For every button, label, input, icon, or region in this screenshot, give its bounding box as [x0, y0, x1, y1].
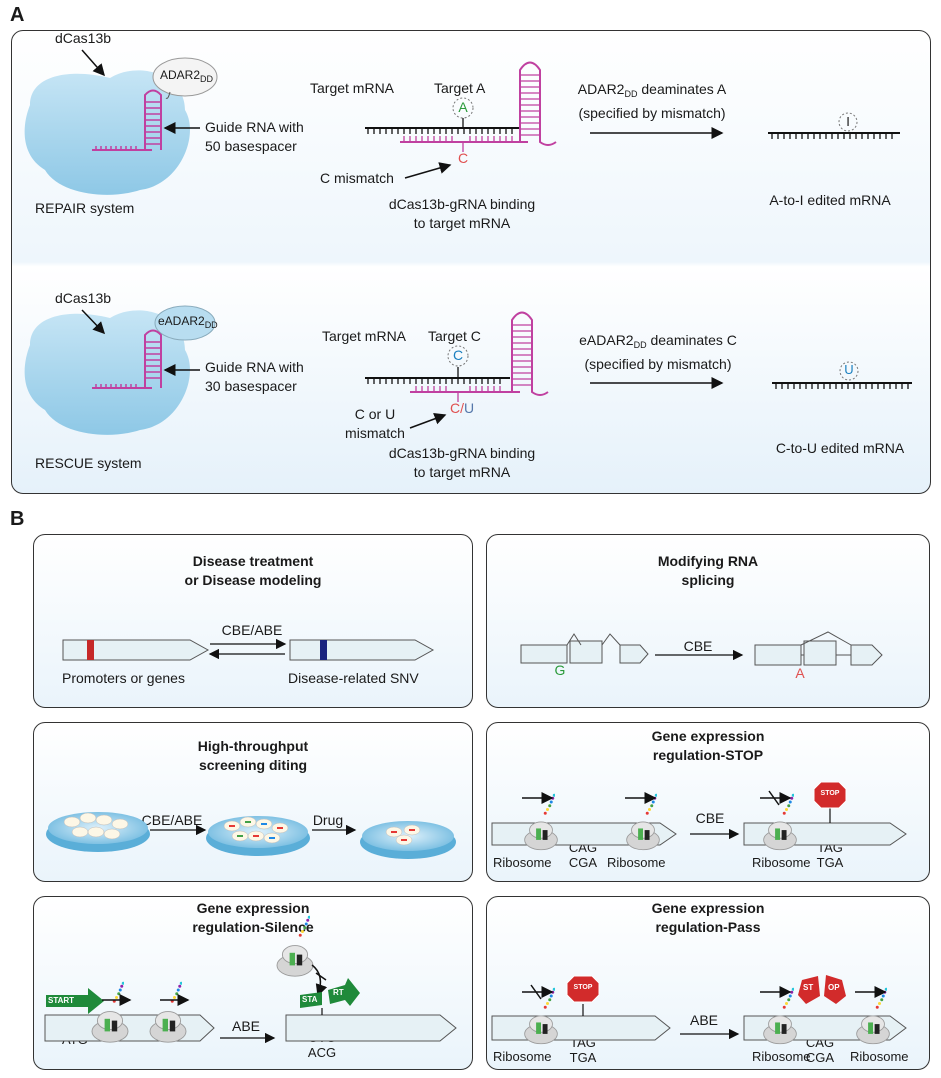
- rescue-edited-base: U: [844, 362, 854, 377]
- broken-stop-right-label: OP: [828, 983, 840, 992]
- screening-arrow-1-label: CBE/ABE: [141, 812, 203, 828]
- repair-edited-base: I: [846, 114, 850, 129]
- broken-stop-left-label: ST: [803, 983, 814, 992]
- repair-mismatch-label: C mismatch: [320, 170, 394, 186]
- silence-left-codon: ATG: [62, 1032, 88, 1047]
- rescue-edited-mrna: [772, 361, 912, 389]
- repair-system-label: REPAIR system: [35, 200, 135, 216]
- repair-edited-mrna: [768, 112, 900, 139]
- repair-adar-enzyme: [152, 57, 218, 97]
- repair-guide-strand: [400, 61, 557, 152]
- repair-arrow-label: ADAR2DD deaminates A(specified by mismat…: [577, 81, 727, 121]
- stop-sign-label: STOP: [820, 790, 840, 797]
- pass-stop-sign-label: STOP: [573, 984, 593, 991]
- rescue-target-base-label: Target C: [428, 328, 481, 344]
- disease-box: [33, 534, 473, 708]
- rescue-guide-strand: [410, 311, 549, 402]
- start-sign-label: START: [48, 996, 75, 1005]
- rescue-system-label: RESCUE system: [35, 455, 142, 471]
- pass-ribosome-label-1: Ribosome: [493, 1049, 552, 1064]
- pass-arrow-label: ABE: [689, 1012, 719, 1028]
- splicing-right-base: A: [795, 665, 805, 681]
- broken-start-left-label: STA: [302, 995, 318, 1004]
- rescue-dcas-label: dCas13b: [55, 290, 112, 306]
- pass-box: [486, 896, 930, 1070]
- stop-ribosome-label-1: Ribosome: [493, 855, 552, 870]
- repair-adar-label: ADAR2DD: [160, 68, 214, 84]
- splicing-arrow-label: CBE: [683, 638, 713, 654]
- rescue-eadar-enzyme: [154, 305, 216, 341]
- repair-target-base: A: [458, 99, 468, 115]
- silence-arrow-label: ABE: [231, 1018, 261, 1034]
- repair-guide-rna: [92, 89, 162, 151]
- splicing-left-base: G: [554, 662, 566, 678]
- stop-ribosome-label-2: Ribosome: [607, 855, 666, 870]
- repair-target-mrna-strand: [365, 118, 520, 134]
- disease-left-label: Promoters or genes: [62, 670, 185, 686]
- repair-target-mrna-label: Target mRNA: [310, 80, 395, 96]
- panel-a-letter: A: [10, 4, 25, 26]
- repair-target-base-label: Target A: [434, 80, 486, 96]
- stop-ribosome-label-3: Ribosome: [752, 855, 811, 870]
- screening-arrow-2-label: Drug: [312, 812, 344, 828]
- broken-start-right-label: RT: [333, 988, 344, 997]
- disease-arrow-label: CBE/ABE: [221, 622, 283, 638]
- pass-ribosome-label-3: Ribosome: [850, 1049, 909, 1064]
- pass-ribosome-label-2: Ribosome: [752, 1049, 811, 1064]
- splicing-box: [486, 534, 930, 708]
- stop-box: [486, 722, 930, 882]
- repair-edited-label: A-to-I edited mRNA: [769, 192, 891, 208]
- panel-b-letter: B: [10, 508, 25, 530]
- repair-dcas-label: dCas13b: [55, 30, 112, 46]
- stop-arrow-label: CBE: [695, 810, 725, 826]
- disease-right-label: Disease-related SNV: [288, 670, 419, 686]
- repair-mismatch-base: C: [457, 150, 469, 166]
- rescue-target-mrna-strand: [365, 367, 510, 384]
- rescue-target-mrna-label: Target mRNA: [322, 328, 407, 344]
- rescue-arrow-label: eADAR2DD deaminates C(specified by misma…: [579, 332, 737, 372]
- rescue-edited-label: C-to-U edited mRNA: [775, 440, 905, 456]
- rescue-guide-rna: [92, 329, 162, 389]
- rescue-adar-label: eADAR2DD: [158, 314, 218, 330]
- rescue-mismatch-base: C/U: [450, 400, 475, 416]
- rescue-target-base: C: [452, 347, 464, 363]
